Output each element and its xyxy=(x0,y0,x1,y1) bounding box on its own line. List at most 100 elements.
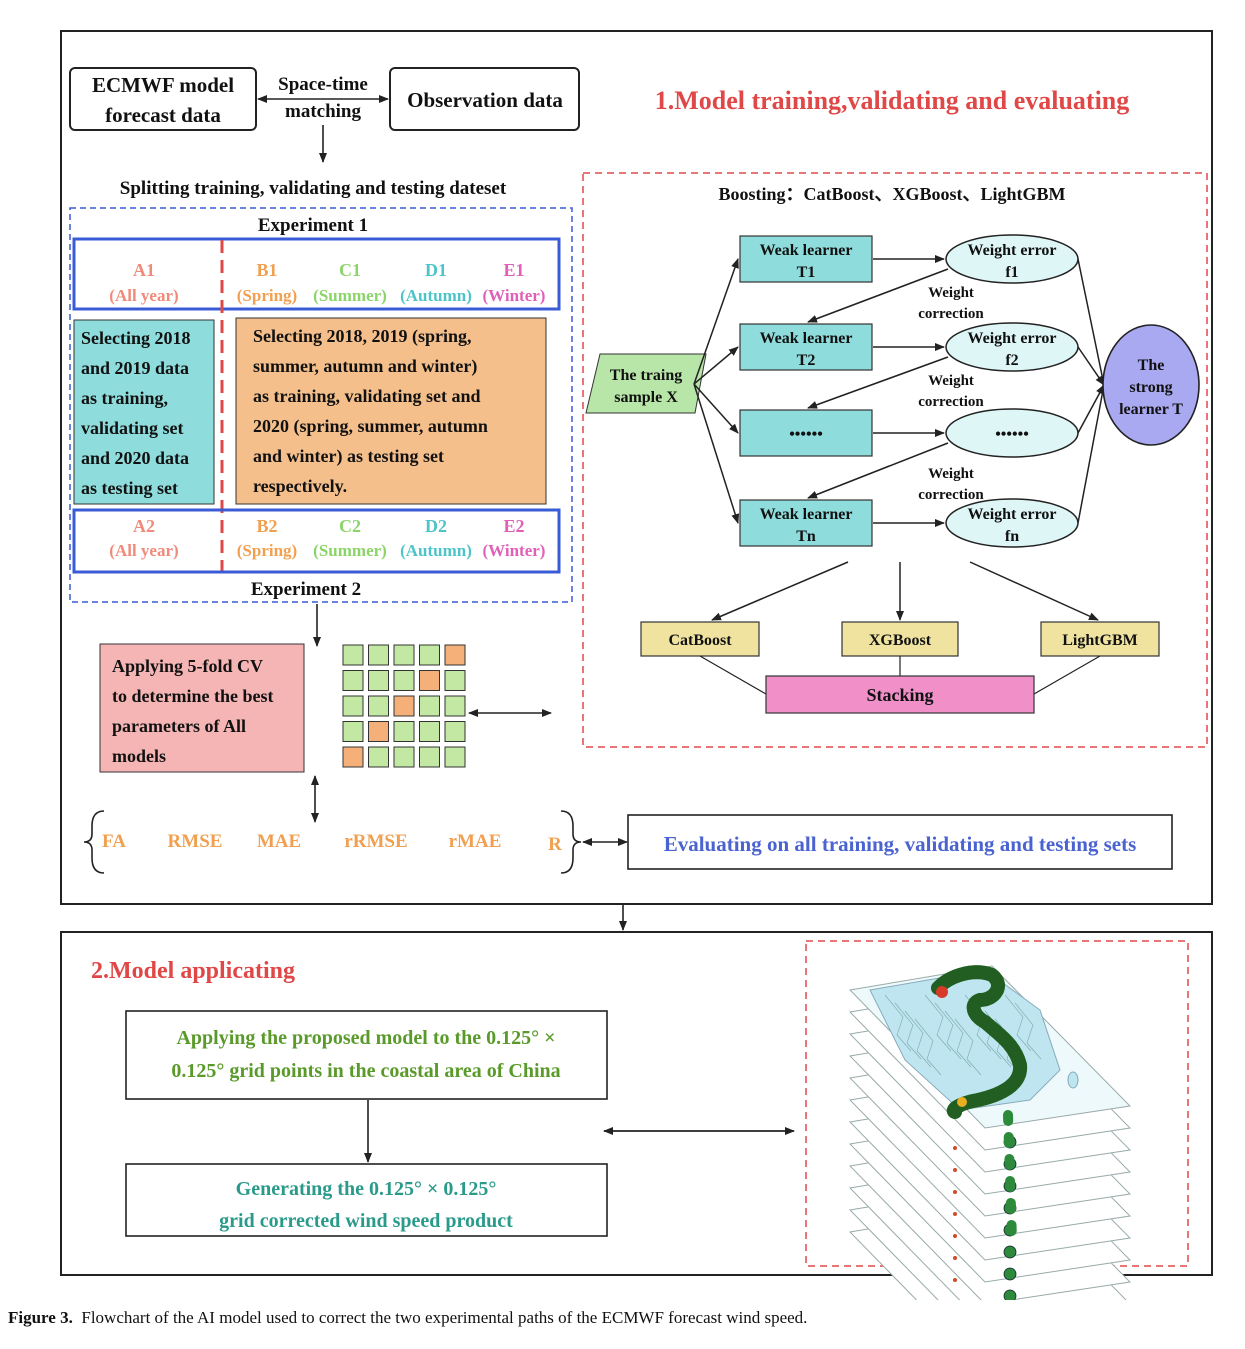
map-panel xyxy=(805,940,1189,1267)
map-border-5 xyxy=(934,1002,962,1060)
evaluating-label: Evaluating on all training, validating a… xyxy=(664,832,1137,856)
strong-line3: learner T xyxy=(1119,401,1183,418)
teal-line-2: as training, xyxy=(81,388,168,408)
cv-cell-1-4 xyxy=(444,670,466,691)
teal-line-4: and 2020 data xyxy=(81,448,189,468)
metric-rrmse: rRMSE xyxy=(344,831,407,852)
weight-error-line1-2: •••••• xyxy=(995,426,1029,443)
weight-correction-line1-1: Weight xyxy=(928,373,974,389)
to-catboost-arrow xyxy=(711,561,849,621)
exp2-code-4: E2 xyxy=(503,516,524,536)
strong-line1: The xyxy=(1138,357,1165,374)
experiment2-label: Experiment 2 xyxy=(251,579,361,600)
cv-cell-1-1 xyxy=(368,670,389,691)
exp1-code-1: B1 xyxy=(256,260,277,280)
teal-line-5: as testing set xyxy=(81,478,178,498)
weak-learner-line1-2: •••••• xyxy=(789,426,823,443)
xgboost-label: XGBoost xyxy=(869,632,932,649)
observation-label: Observation data xyxy=(407,88,563,112)
weight-error-line2-3: fn xyxy=(1005,528,1019,545)
map-border-13 xyxy=(1014,1002,1042,1060)
weak-learner-box-3 xyxy=(739,499,873,547)
weight-error-line1-0: Weight error xyxy=(967,242,1056,259)
coastal-wind-points xyxy=(931,965,1028,1119)
cv-line-0: Applying 5-fold CV xyxy=(112,656,263,676)
exp1-code-4: E1 xyxy=(503,260,524,280)
cv-cell-2-4 xyxy=(444,695,466,717)
weight-error-line2-1: f2 xyxy=(1005,352,1018,369)
cv-cell-2-0 xyxy=(342,695,364,717)
metric-mae: MAE xyxy=(257,831,301,852)
left-brace xyxy=(83,810,105,874)
exp2-code-3: D2 xyxy=(425,516,447,536)
exp2-code-1: B2 xyxy=(256,516,277,536)
exp1-label-1: (Spring) xyxy=(237,286,297,305)
weak-learner-line1-1: Weak learner xyxy=(760,330,853,347)
weak-learner-box-0 xyxy=(739,235,873,283)
flowchart-diagram: ECMWF model forecast data Space-time mat… xyxy=(60,30,1213,1349)
orange-line-5: respectively. xyxy=(253,476,347,496)
weak-learner-line1-0: Weak learner xyxy=(760,242,853,259)
map-layer-mark-3 xyxy=(953,1190,957,1194)
cv-cell-3-4 xyxy=(444,721,466,742)
metric-rmae: rMAE xyxy=(449,831,502,852)
right-brace xyxy=(560,810,582,874)
map-border-1 xyxy=(894,1002,922,1060)
stacked-layer-points xyxy=(1003,1110,1017,1245)
orange-line-3: 2020 (spring, summer, autumn xyxy=(253,416,488,437)
weight-error-line1-1: Weight error xyxy=(967,330,1056,347)
cv-cell-4-2 xyxy=(393,746,415,768)
observation-box xyxy=(389,67,580,131)
sample-line1: The traing xyxy=(610,367,682,384)
exp1-code-3: D1 xyxy=(425,260,447,280)
stacking-label: Stacking xyxy=(866,685,933,705)
orange-line-0: Selecting 2018, 2019 (spring, xyxy=(253,326,472,347)
map-border-7 xyxy=(954,1018,982,1076)
experiment1-cells: A1(All year)B1(Spring)C1(Summer)D1(Autum… xyxy=(109,260,545,305)
cv-cell-4-0 xyxy=(342,746,364,768)
map-layer-mark-5 xyxy=(953,1234,957,1238)
teal-line-1: and 2019 data xyxy=(81,358,189,378)
map-border-4 xyxy=(924,994,952,1052)
stacked-wind-maps-picture xyxy=(848,965,1132,1349)
sample-to-learner-arrow-1 xyxy=(693,346,739,385)
cv-cell-0-1 xyxy=(368,644,389,666)
metric-r: R xyxy=(548,834,562,855)
cv-cell-4-1 xyxy=(368,746,389,768)
map-layer-mark-2 xyxy=(953,1168,957,1172)
orange-selection-text: Selecting 2018, 2019 (spring,summer, aut… xyxy=(253,326,488,496)
map-layer-dot-7 xyxy=(1003,1267,1017,1281)
boosting-title: Boosting：CatBoost、XGBoost、LightGBM xyxy=(718,184,1065,204)
cv-line-1: to determine the best xyxy=(112,686,273,706)
exp2-label-0: (All year) xyxy=(109,541,178,560)
exp1-code-0: A1 xyxy=(133,260,155,280)
wind-hotspot-south xyxy=(957,1097,967,1107)
cv-cell-3-3 xyxy=(419,721,440,742)
weight-correction-line1-2: Weight xyxy=(928,466,974,482)
exp1-label-4: (Winter) xyxy=(483,286,546,305)
section1-title: 1.Model training,validating and evaluati… xyxy=(655,86,1130,115)
cv-cell-0-2 xyxy=(393,644,415,666)
map-layer-dot-6 xyxy=(1003,1245,1017,1259)
map-layer-dot-8 xyxy=(1003,1289,1017,1303)
teal-line-3: validating set xyxy=(81,418,184,438)
sample-line2: sample X xyxy=(614,389,678,406)
weight-error-line2-0: f1 xyxy=(1005,264,1018,281)
experiment1-label: Experiment 1 xyxy=(258,215,368,236)
splitting-label: Splitting training, validating and testi… xyxy=(120,178,507,199)
sample-to-learner-arrow-0 xyxy=(693,258,739,385)
map-border-0 xyxy=(884,994,912,1052)
cv-cell-3-1 xyxy=(368,721,389,742)
error-to-strong-arrow-3 xyxy=(1077,384,1107,524)
weak-learner-line2-3: Tn xyxy=(796,528,816,545)
map-border-6 xyxy=(944,1010,972,1068)
error-to-strong-arrow-1 xyxy=(1077,346,1105,386)
cv-cell-1-2 xyxy=(393,670,415,691)
space-time-line1: Space-time xyxy=(278,74,368,95)
section2-title: 2.Model applicating xyxy=(91,958,295,984)
map-border-12 xyxy=(1004,994,1032,1052)
stacking-box xyxy=(765,675,1035,714)
figure-caption: Figure 3. Flowchart of the AI model used… xyxy=(8,1308,1238,1328)
cv-box xyxy=(99,643,305,773)
